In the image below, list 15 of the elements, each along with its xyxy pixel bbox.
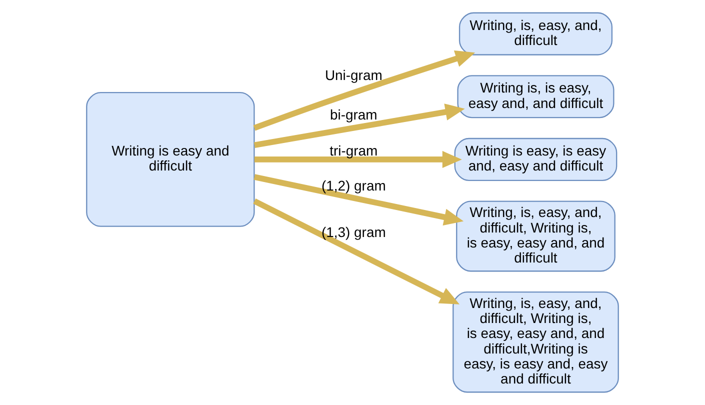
node-box: Writing is, is easy, easy and, and difficult [457,75,614,118]
arrow [254,174,464,226]
edge-label: bi-gram [330,106,378,122]
node-box: Writing, is, easy, and, difficult, Writing is, is easy, easy and, and difficult,Writing is easy, is easy and, easy and difficult [452,292,619,393]
arrow [254,150,462,168]
edge-label: Uni-gram [324,66,382,83]
node-box: Writing, is, easy, and, difficult, Writing is, is easy, easy and, and difficult [456,200,616,272]
arrow [253,50,476,131]
edge-label: tri-gram [330,142,378,158]
node-box: Writing, is, easy, and, difficult [458,12,613,56]
edge-label: (1,2) gram [321,177,386,194]
arrow [254,104,465,148]
edge-label: (1,3) gram [321,224,386,240]
node-box: Writing is easy, is easy and, easy and difficult [454,138,618,181]
node-box: Writing is easy and difficult [86,92,255,227]
